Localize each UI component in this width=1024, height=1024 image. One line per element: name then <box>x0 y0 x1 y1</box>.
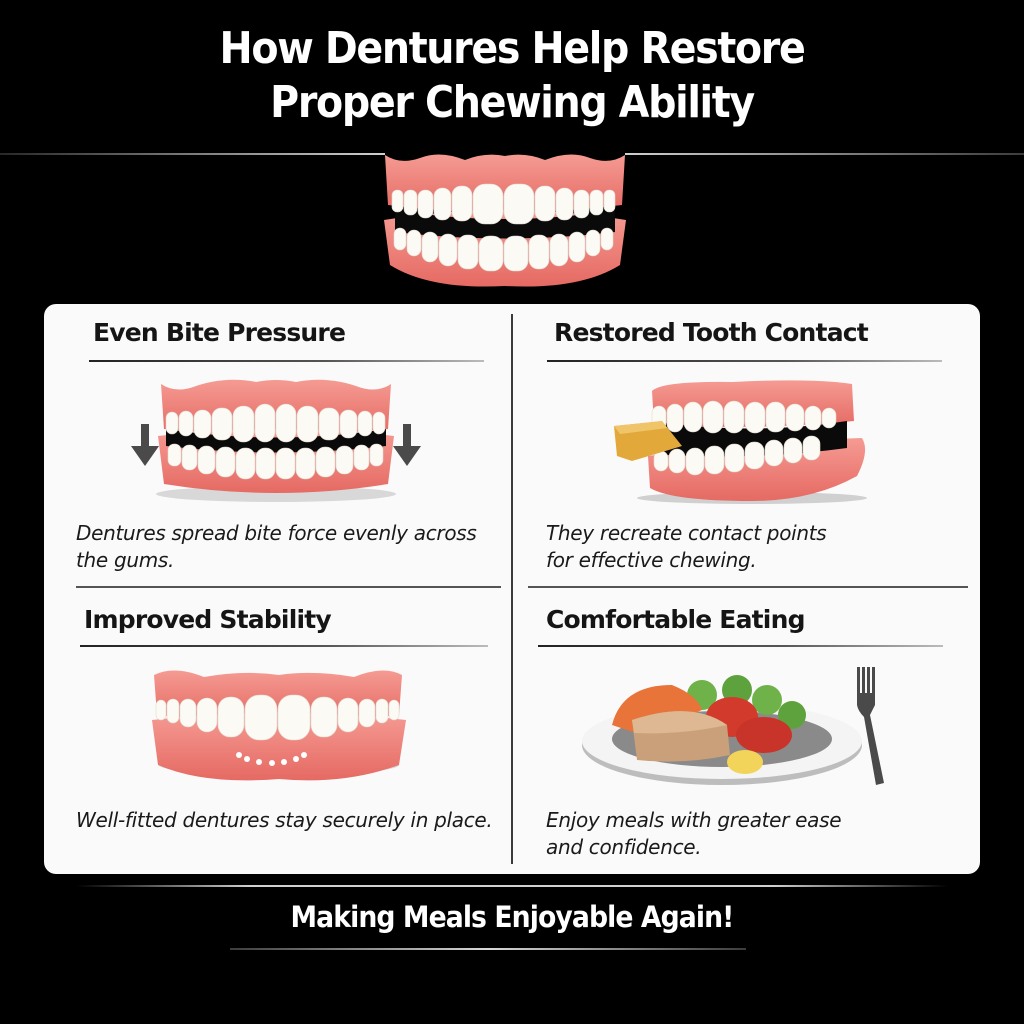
denture-biting-food-icon <box>614 380 867 504</box>
title-divider-right <box>625 153 1024 155</box>
panel-title-rule <box>547 360 942 362</box>
title-line-2: Proper Chewing Ability <box>270 77 755 128</box>
panel-even-bite-pressure: Even Bite Pressure <box>44 304 512 589</box>
panel-description: They recreate contact points for effecti… <box>546 521 827 572</box>
panel-title-rule <box>89 360 484 362</box>
panel-title-rule <box>80 645 488 647</box>
footer-tagline: Making Meals Enjoyable Again! <box>290 900 735 934</box>
panel-title: Comfortable Eating <box>546 605 805 634</box>
row-divider-left <box>76 586 501 588</box>
panel-title: Restored Tooth Contact <box>554 318 869 347</box>
panel-title-rule <box>538 645 943 647</box>
upper-denture-secure-icon <box>152 670 406 781</box>
panel-restored-tooth-contact: Restored Tooth Contact <box>512 304 980 589</box>
panel-improved-stability: Improved Stability <box>44 589 512 874</box>
benefits-card: Even Bite Pressure <box>44 304 980 874</box>
row-divider-right <box>528 586 968 588</box>
footer-divider-bottom <box>230 948 746 950</box>
panel-title: Even Bite Pressure <box>93 318 346 347</box>
panel-comfortable-eating: Comfortable Eating <box>512 589 980 874</box>
full-denture-set-icon <box>384 154 626 287</box>
panel-description: Well-fitted dentures stay securely in pl… <box>76 808 493 832</box>
plate-of-food-with-fork-icon <box>582 667 884 785</box>
page-title: How Dentures Help Restore Proper Chewing… <box>51 22 973 130</box>
panel-title: Improved Stability <box>84 605 332 634</box>
denture-with-down-arrows-icon <box>131 379 421 502</box>
footer-divider-top <box>76 885 948 887</box>
title-line-1: How Dentures Help Restore <box>219 23 806 74</box>
vertical-divider <box>511 314 513 864</box>
panel-description: Dentures spread bite force evenly across… <box>76 521 477 572</box>
panel-description: Enjoy meals with greater ease and confid… <box>546 808 842 859</box>
title-divider-left <box>0 153 385 155</box>
